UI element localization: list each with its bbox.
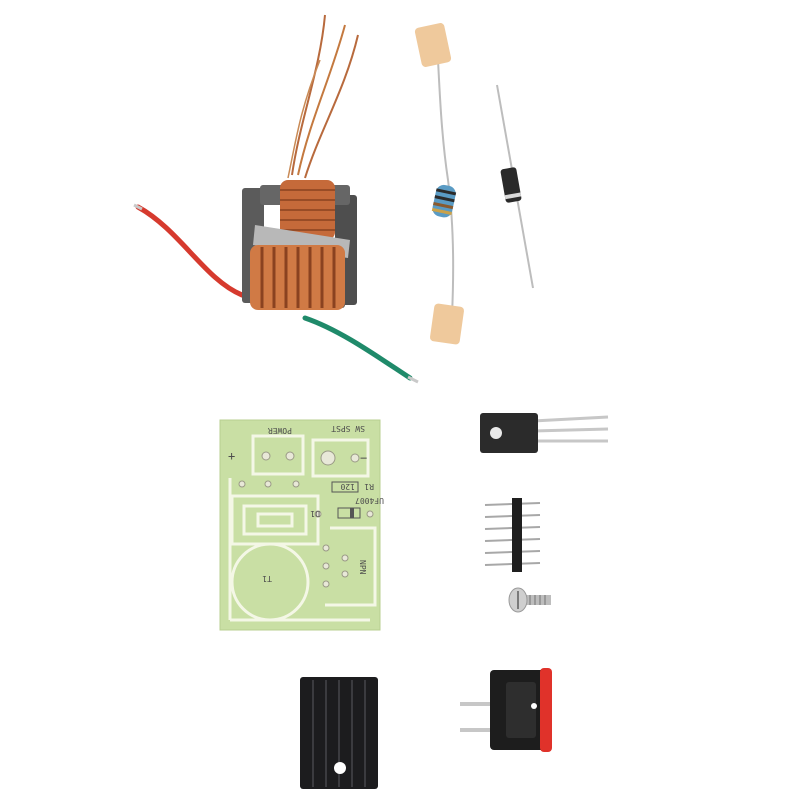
pcb-d1-code: UF4007 — [355, 496, 384, 505]
pcb-drawing: SW SPST POWER 120 R1 D1 UF4007 NPN T1 + … — [219, 419, 384, 631]
pcb-board: SW SPST POWER 120 R1 D1 UF4007 NPN T1 + … — [219, 419, 384, 631]
pcb-d1-ref: D1 — [310, 509, 320, 518]
transistor-drawing — [480, 413, 609, 453]
pin-header-drawing — [484, 498, 541, 572]
rocker-switch-drawing — [460, 668, 552, 752]
resistor — [410, 20, 480, 345]
screw — [505, 585, 555, 615]
pcb-r1-code: 120 — [340, 482, 355, 491]
pcb-q1-label: NPN — [358, 560, 367, 575]
ignition-coil — [120, 0, 440, 400]
heatsink-drawing — [300, 677, 378, 789]
pcb-r1-ref: R1 — [364, 482, 374, 491]
pcb-power-label: POWER — [268, 426, 292, 435]
resistor-drawing — [414, 23, 464, 345]
transistor — [478, 405, 613, 460]
pcb-t1-label: T1 — [262, 574, 272, 583]
rocker-switch — [458, 660, 568, 760]
diode — [485, 80, 545, 295]
ignition-coil-drawing — [133, 14, 419, 384]
screw-drawing — [508, 587, 551, 613]
pcb-plus-sign: + — [228, 449, 235, 463]
heatsink — [300, 672, 380, 790]
pin-header — [480, 495, 545, 575]
diode-drawing — [496, 84, 534, 289]
pcb-switch-label: SW SPST — [331, 424, 365, 433]
pcb-minus-sign: − — [360, 451, 367, 465]
